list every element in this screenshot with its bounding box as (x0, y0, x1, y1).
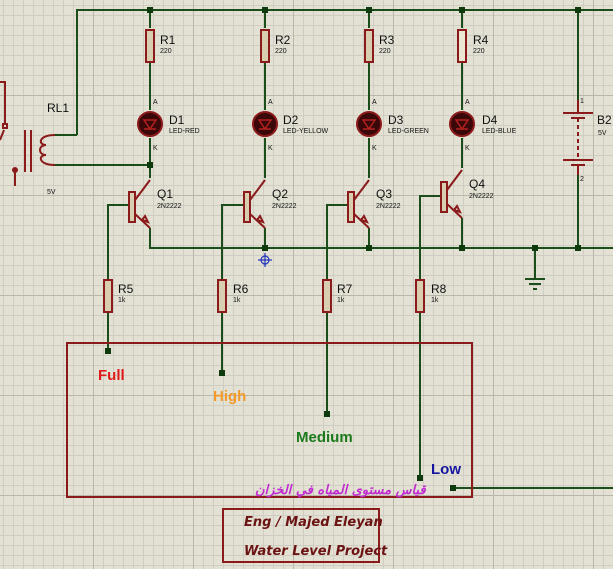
transistor-q4[interactable] (440, 169, 463, 219)
r2-value: 220 (275, 48, 287, 55)
q2-ref: Q2 (272, 187, 288, 201)
credits-box (222, 508, 380, 563)
ground-icon (525, 278, 545, 290)
resistor-r1[interactable] (145, 29, 155, 63)
battery-pin1: 1 (580, 98, 584, 105)
r6-ref: R6 (233, 282, 249, 296)
d4-value: LED-BLUE (482, 128, 517, 135)
junction-dots (105, 7, 581, 491)
relay-value: 5V (47, 189, 56, 196)
relay-ref: RL1 (47, 101, 69, 115)
r7-value: 1k (337, 297, 345, 304)
r3-ref: R3 (379, 33, 395, 47)
d1-value: LED-RED (169, 128, 200, 135)
d3-cathode-label: K (372, 145, 377, 152)
q1-value: 2N2222 (157, 203, 182, 210)
r7-ref: R7 (337, 282, 353, 296)
d2-value: LED-YELLOW (283, 128, 329, 135)
r2-ref: R2 (275, 33, 291, 47)
d3-anode-label: A (372, 99, 377, 106)
battery-pin2: 2 (580, 176, 584, 183)
author-label: Eng / Majed Eleyan (244, 515, 383, 530)
arabic-title: قياس مستوى المياه في الخزان (255, 483, 426, 498)
level-low-label: Low (431, 461, 461, 478)
r8-ref: R8 (431, 282, 447, 296)
d4-cathode-label: K (465, 145, 470, 152)
d2-anode-label: A (268, 99, 273, 106)
project-label: Water Level Project (244, 544, 388, 559)
wires (55, 9, 613, 489)
resistor-r7[interactable] (322, 279, 332, 313)
q1-ref: Q1 (157, 187, 173, 201)
q2-value: 2N2222 (272, 203, 297, 210)
transistor-q1[interactable] (128, 179, 151, 229)
transistor-q3[interactable] (347, 179, 370, 229)
d3-value: LED-GREEN (388, 128, 429, 135)
led-d2[interactable] (252, 111, 278, 137)
d3-ref: D3 (388, 113, 404, 127)
led-pin-labels: A K A K A K A K (153, 99, 470, 152)
q4-ref: Q4 (469, 177, 485, 191)
relay-rl1[interactable] (0, 81, 56, 186)
r1-value: 220 (160, 48, 172, 55)
level-high-label: High (213, 388, 246, 405)
r1-ref: R1 (160, 33, 176, 47)
d1-cathode-label: K (153, 145, 158, 152)
q3-value: 2N2222 (376, 203, 401, 210)
resistor-r5[interactable] (103, 279, 113, 313)
r4-ref: R4 (473, 33, 489, 47)
r3-value: 220 (379, 48, 391, 55)
resistors-top (145, 29, 467, 63)
r8-value: 1k (431, 297, 439, 304)
led-d4[interactable] (449, 111, 475, 137)
led-d1[interactable] (137, 111, 163, 137)
transistor-q2[interactable] (243, 179, 266, 229)
crosshair-cursor-icon (258, 253, 272, 267)
resistors-base (103, 279, 425, 313)
wire-top-rail[interactable] (76, 9, 613, 135)
d4-ref: D4 (482, 113, 498, 127)
d2-cathode-label: K (268, 145, 273, 152)
r4-value: 220 (473, 48, 485, 55)
transistors (128, 169, 463, 229)
q4-value: 2N2222 (469, 193, 494, 200)
led-d3[interactable] (356, 111, 382, 137)
r5-ref: R5 (118, 282, 134, 296)
resistor-r2[interactable] (260, 29, 270, 63)
resistor-r6[interactable] (217, 279, 227, 313)
level-medium-label: Medium (296, 429, 353, 446)
q3-ref: Q3 (376, 187, 392, 201)
battery-b2[interactable] (563, 100, 593, 175)
d1-ref: D1 (169, 113, 185, 127)
d2-ref: D2 (283, 113, 299, 127)
level-full-label: Full (98, 367, 125, 384)
tank-box[interactable] (66, 342, 473, 498)
leds (137, 111, 475, 137)
resistor-r3[interactable] (364, 29, 374, 63)
r5-value: 1k (118, 297, 126, 304)
d1-anode-label: A (153, 99, 158, 106)
resistor-r4[interactable] (457, 29, 467, 63)
battery-value: 5V (598, 130, 607, 137)
r6-value: 1k (233, 297, 241, 304)
battery-ref: B2 (597, 113, 612, 127)
d4-anode-label: A (465, 99, 470, 106)
resistor-r8[interactable] (415, 279, 425, 313)
